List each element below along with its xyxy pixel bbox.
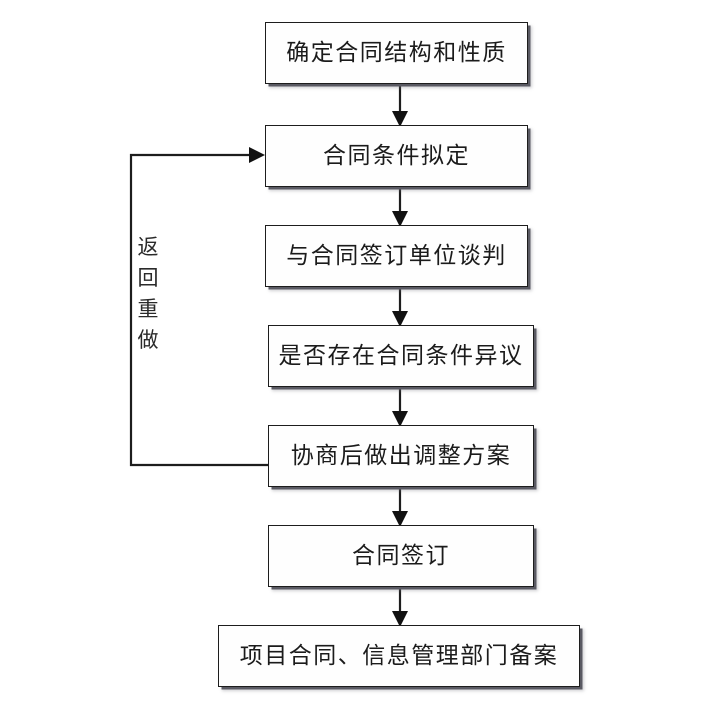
decision-node-terms-objection[interactable]: 是否存在合同条件异议 [268,325,534,387]
loop-label-char-4: 做 [137,328,159,352]
process-node-filing-with-department[interactable]: 项目合同、信息管理部门备案 [218,625,580,687]
process-node-draft-contract-terms[interactable]: 合同条件拟定 [265,125,528,187]
edge-n3-n4 [392,287,408,327]
node-label: 项目合同、信息管理部门备案 [239,642,559,669]
edge-n4-n5 [392,387,408,427]
edge-n6-n7 [392,587,408,627]
process-node-adjustment-plan[interactable]: 协商后做出调整方案 [268,425,534,487]
node-label: 是否存在合同条件异议 [278,342,524,369]
loop-label-char-1: 返 [137,235,159,259]
process-node-negotiate-with-counterparty[interactable]: 与合同签订单位谈判 [265,225,528,287]
loop-label-char-2: 回 [137,266,159,290]
node-label: 协商后做出调整方案 [290,442,512,469]
node-label: 与合同签订单位谈判 [286,242,507,269]
node-label: 确定合同结构和性质 [286,39,507,66]
loop-label-char-3: 重 [137,297,159,321]
process-node-contract-signing[interactable]: 合同签订 [268,525,534,587]
loop-back-label: 返 回 重 做 [133,232,163,356]
edge-n5-n6 [392,487,408,527]
edge-n1-n2 [392,84,408,127]
process-node-determine-contract-structure[interactable]: 确定合同结构和性质 [265,22,528,84]
node-label: 合同条件拟定 [323,142,470,169]
node-label: 合同签订 [352,542,450,569]
edge-n2-n3 [392,187,408,227]
